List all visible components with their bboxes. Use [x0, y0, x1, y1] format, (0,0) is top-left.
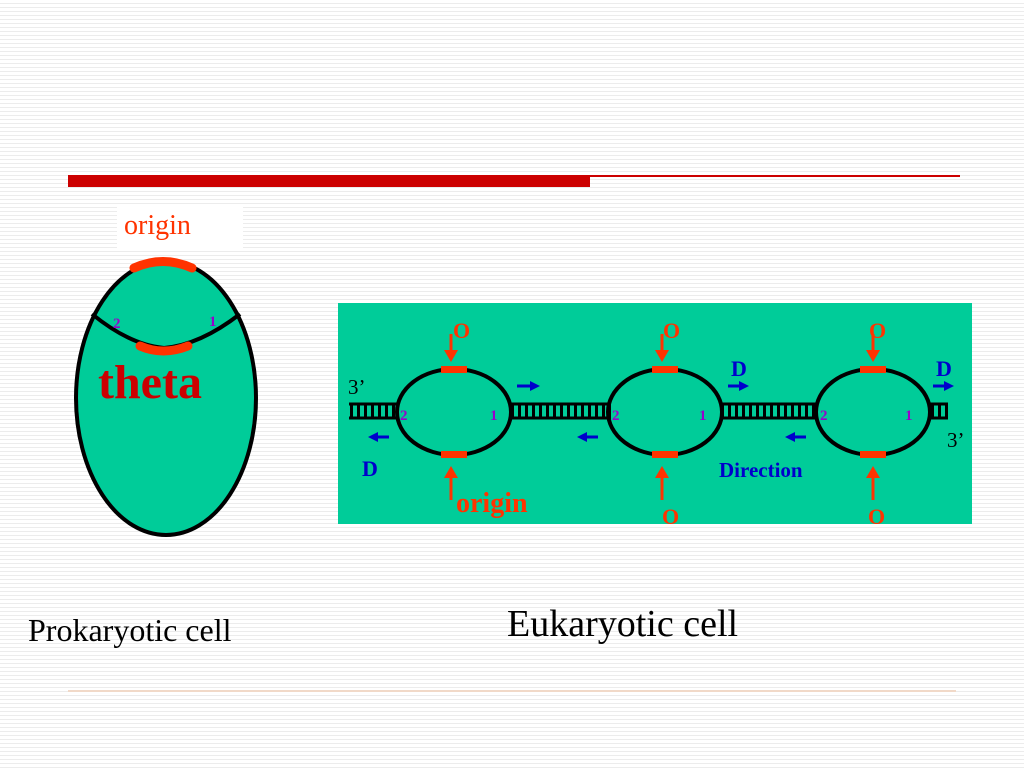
origin-arrow-top-1 — [444, 334, 458, 362]
three-prime-label-right: 3’ — [947, 428, 965, 452]
origin-marker-bubble-1-top — [441, 366, 467, 373]
prokaryote-strand-right-number: 1 — [209, 314, 217, 330]
origin-label-bottom-1: origin — [456, 488, 528, 519]
direction-arrow-left-2 — [785, 432, 806, 442]
direction-label-left: D — [362, 456, 378, 481]
origin-label-bottom-3: O — [868, 504, 885, 529]
bubble-3-strand-left: 2 — [820, 408, 828, 424]
origin-label-top-3: O — [869, 318, 886, 343]
bubble-2-strand-left: 2 — [612, 408, 620, 424]
bubble-2-strand-right: 1 — [699, 408, 707, 424]
direction-arrow-left-outer — [368, 432, 389, 442]
direction-label-middle: D — [731, 356, 747, 381]
direction-arrow-right-1 — [517, 381, 540, 391]
origin-arrow-bottom-1 — [444, 466, 458, 500]
origin-marker-bubble-3-bottom — [860, 451, 886, 458]
prokaryote-origin-arc-bottom — [135, 341, 193, 356]
prokaryote-strand-left-number: 2 — [113, 316, 121, 332]
bubble-1-strand-left: 2 — [400, 408, 408, 424]
direction-label-right: D — [936, 356, 952, 381]
theta-label: theta — [98, 356, 202, 409]
origin-marker-bubble-2-bottom — [652, 451, 678, 458]
origin-arrow-bottom-3 — [866, 466, 880, 500]
origin-marker-bubble-3-top — [860, 366, 886, 373]
three-prime-label-left: 3’ — [348, 375, 366, 399]
direction-arrow-right-3 — [933, 381, 954, 391]
dna-ladder-right — [928, 404, 948, 418]
footer-rule — [68, 690, 956, 692]
origin-marker-bubble-1-bottom — [441, 451, 467, 458]
direction-word-label: Direction — [719, 458, 803, 482]
dna-ladder-middle-2 — [720, 404, 816, 418]
origin-arrow-top-3 — [866, 334, 880, 362]
origin-label-top-1: O — [453, 318, 470, 343]
origin-label-box — [117, 206, 243, 250]
origin-arrow-top-2 — [655, 334, 669, 362]
prokaryote-origin-arc-top — [129, 257, 197, 273]
eukaryotic-cell-caption: Eukaryotic cell — [507, 603, 739, 645]
eukaryotic-panel: 2 1 2 1 2 1 O O O origin O O D D D Direc… — [338, 303, 972, 529]
dna-ladder-middle-1 — [509, 404, 611, 418]
eukaryote-panel-background — [338, 303, 972, 524]
direction-arrow-left-1 — [577, 432, 598, 442]
title-rule-thin — [590, 175, 960, 177]
origin-label-bottom-2: O — [662, 504, 679, 529]
origin-marker-bubble-2-top — [652, 366, 678, 373]
title-rule-thick — [68, 175, 590, 187]
bubble-3-strand-right: 1 — [905, 408, 913, 424]
dna-ladder-left — [349, 404, 399, 418]
prokaryote-origin-label: origin — [124, 210, 191, 241]
prokaryotic-cell-caption: Prokaryotic cell — [28, 612, 232, 648]
origin-arrow-bottom-2 — [655, 466, 669, 500]
origin-label-top-2: O — [663, 318, 680, 343]
bubble-1-strand-right: 1 — [490, 408, 498, 424]
prokaryotic-cell: 2 1 theta — [74, 257, 258, 537]
direction-arrow-right-2 — [728, 381, 749, 391]
